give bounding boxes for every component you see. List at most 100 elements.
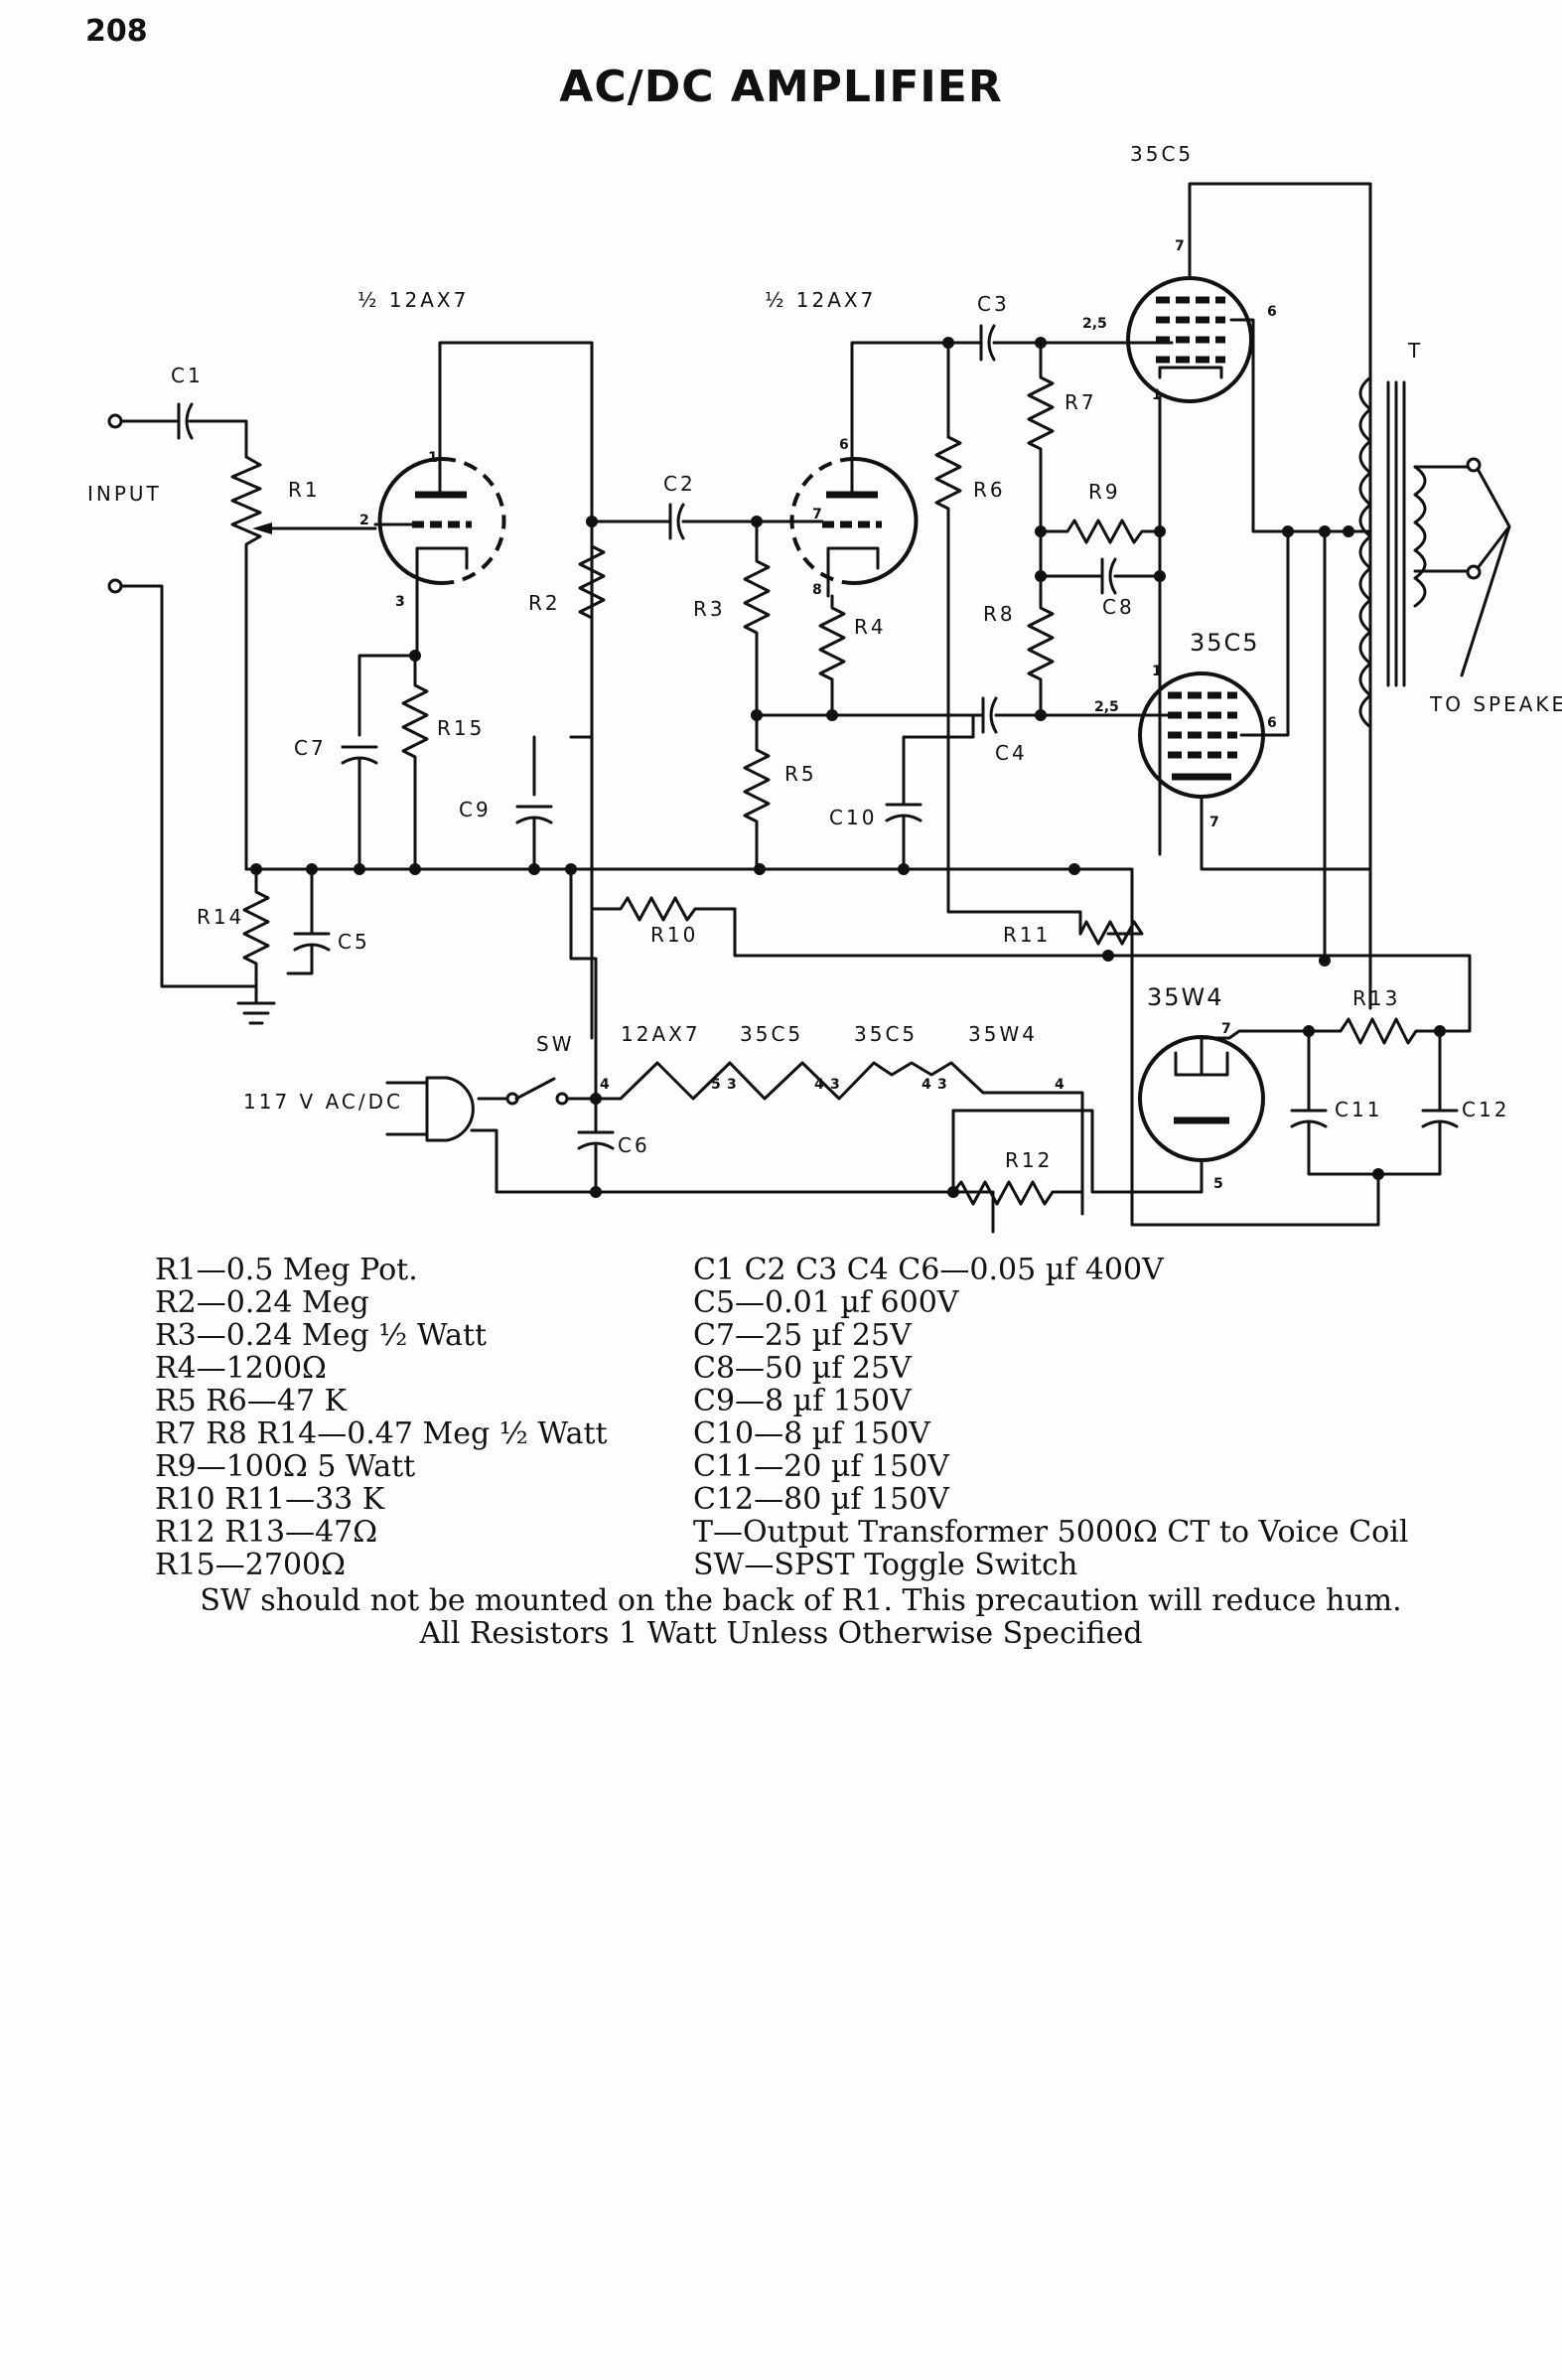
label-c8: C8 (1102, 595, 1135, 619)
svg-text:2,5: 2,5 (1082, 316, 1107, 332)
label-r2: R2 (528, 591, 561, 615)
svg-text:8: 8 (812, 582, 822, 598)
list-item: R15—2700Ω (155, 1548, 346, 1582)
note-resistor-wattage: All Resistors 1 Watt Unless Otherwise Sp… (419, 1616, 1143, 1651)
list-item: R7 R8 R14—0.47 Meg ½ Watt (155, 1416, 608, 1451)
label-t: T (1407, 339, 1423, 363)
label-c9: C9 (459, 798, 492, 821)
label-heater-3: 35C5 (854, 1022, 918, 1046)
r9-resistor (1039, 519, 1162, 544)
svg-text:4: 4 (600, 1077, 610, 1093)
note-sw-hum: SW should not be mounted on the back of … (200, 1583, 1402, 1618)
r3-resistor (743, 520, 771, 717)
label-r11: R11 (1003, 923, 1051, 947)
tube5-35w4 (951, 1029, 1311, 1194)
svg-text:5: 5 (711, 1077, 721, 1093)
svg-text:2: 2 (359, 513, 369, 528)
svg-text:3: 3 (395, 594, 405, 610)
label-r10: R10 (650, 923, 698, 947)
list-item: R5 R6—47 K (155, 1384, 348, 1418)
capacitor-list: C1 C2 C3 C4 C6—0.05 µf 400V C5—0.01 µf 6… (693, 1254, 1408, 1581)
label-c4: C4 (995, 741, 1028, 765)
svg-text:4: 4 (1055, 1077, 1065, 1093)
sw-toggle (514, 1077, 556, 1101)
heater-string (594, 1061, 1084, 1216)
list-item: C7—25 µf 25V (693, 1318, 912, 1353)
svg-text:1: 1 (428, 450, 438, 466)
list-item: R3—0.24 Meg ½ Watt (155, 1318, 488, 1353)
output-transformer (1358, 375, 1511, 729)
c3-capacitor (979, 324, 996, 362)
label-c1: C1 (171, 364, 204, 387)
power-section (385, 867, 1084, 1234)
list-item: R9—100Ω 5 Watt (155, 1449, 416, 1484)
r4-resistor (818, 594, 846, 717)
tube2-12ax7 (755, 341, 950, 598)
list-item: C12—80 µf 150V (693, 1482, 949, 1517)
label-tube2: ½ 12AX7 (765, 288, 876, 312)
list-item: C11—20 µf 150V (693, 1449, 949, 1484)
svg-text:3: 3 (937, 1077, 947, 1093)
r12-resistor (951, 1109, 1084, 1206)
r11-resistor (1078, 920, 1144, 946)
c4-capacitor (981, 696, 998, 734)
svg-text:7: 7 (812, 507, 822, 522)
list-item: R2—0.24 Meg (155, 1285, 369, 1320)
r8-resistor (1027, 574, 1055, 717)
r10-resistor (590, 867, 1110, 958)
label-sw: SW (536, 1032, 574, 1056)
r1-potentiometer (230, 455, 262, 871)
label-r12: R12 (1005, 1148, 1053, 1172)
label-c7: C7 (294, 736, 327, 760)
svg-text:5: 5 (1213, 1176, 1223, 1192)
label-c2: C2 (663, 472, 696, 496)
label-r8: R8 (983, 602, 1016, 626)
page-title: AC/DC AMPLIFIER (559, 62, 1003, 112)
r7-resistor (1027, 341, 1055, 533)
resistor-list: R1—0.5 Meg Pot. R2—0.24 Meg R3—0.24 Meg … (155, 1254, 608, 1581)
list-item: T—Output Transformer 5000Ω CT to Voice C… (693, 1515, 1409, 1550)
label-tube1: ½ 12AX7 (357, 288, 469, 312)
label-c5: C5 (338, 930, 370, 954)
r15-resistor (401, 654, 429, 871)
page-number: 208 (85, 14, 148, 49)
list-item: SW—SPST Toggle Switch (693, 1548, 1078, 1582)
list-item: C9—8 µf 150V (693, 1384, 912, 1418)
label-tube5: 35W4 (1147, 983, 1224, 1011)
list-item: C5—0.01 µf 600V (693, 1285, 959, 1320)
r14-resistor (242, 867, 270, 988)
list-item: C1 C2 C3 C4 C6—0.05 µf 400V (693, 1253, 1164, 1287)
list-item: C8—50 µf 25V (693, 1351, 912, 1386)
label-r5: R5 (784, 762, 817, 786)
plug-prongs (385, 1081, 429, 1136)
r5-resistor (743, 713, 771, 871)
label-c12: C12 (1462, 1098, 1509, 1121)
list-item: R4—1200Ω (155, 1351, 327, 1386)
svg-text:4: 4 (922, 1077, 931, 1093)
tube4-35c5 (1138, 529, 1372, 871)
list-item: R10 R11—33 K (155, 1482, 385, 1517)
svg-text:7: 7 (1209, 815, 1219, 830)
input-ground-wire (119, 584, 258, 988)
label-r13: R13 (1352, 986, 1400, 1010)
label-r3: R3 (693, 597, 726, 621)
list-item: C10—8 µf 150V (693, 1416, 930, 1451)
svg-text:6: 6 (1267, 304, 1277, 320)
c2-capacitor (668, 503, 685, 540)
svg-text:1: 1 (1152, 664, 1162, 679)
label-tube3: 35C5 (1130, 142, 1194, 166)
input-section (107, 402, 258, 988)
ground-bus (244, 867, 1380, 1227)
label-r14: R14 (197, 905, 244, 929)
svg-text:2,5: 2,5 (1094, 699, 1119, 715)
label-r4: R4 (854, 615, 887, 639)
ground-symbol (236, 984, 276, 1025)
svg-text:1: 1 (1152, 387, 1162, 403)
label-output: TO SPEAKER (1429, 692, 1562, 716)
label-power: 117 V AC/DC (243, 1090, 403, 1114)
svg-text:7: 7 (1175, 238, 1185, 254)
label-heater-4: 35W4 (968, 1022, 1038, 1046)
power-plug (425, 1076, 475, 1142)
